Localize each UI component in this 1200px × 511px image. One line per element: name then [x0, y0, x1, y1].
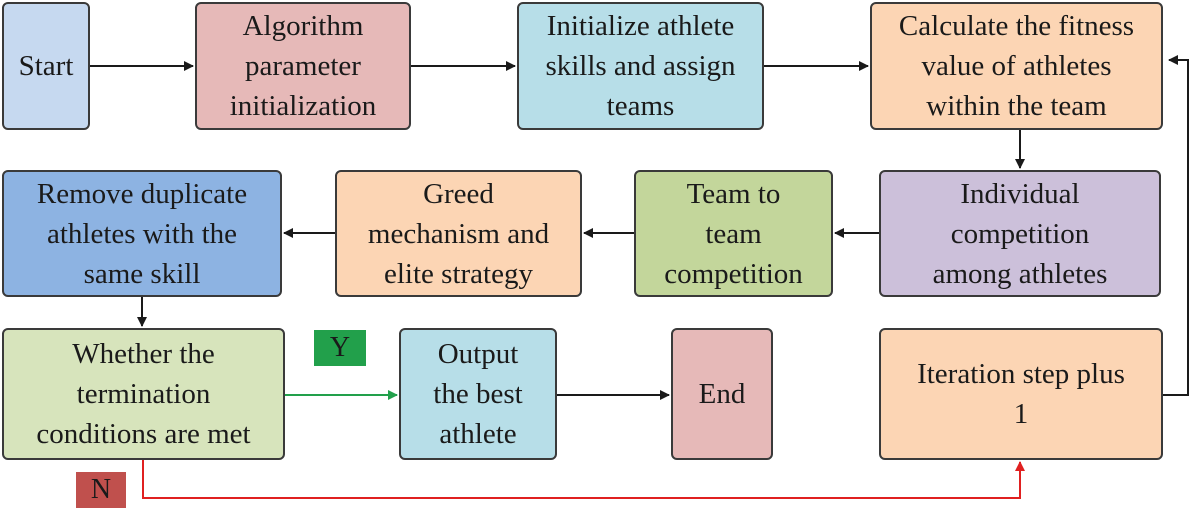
individual-competition-node: Individual competition among athletes [879, 170, 1161, 297]
remove-duplicate-athletes-node: Remove duplicate athletes with the same … [2, 170, 282, 297]
edge-termination-no-to-iteration [142, 460, 1025, 499]
yes-label: Y [314, 330, 366, 366]
initialize-athlete-skills-node: Initialize athlete skills and assign tea… [517, 2, 764, 130]
algorithm-parameter-initialization-node: Algorithm parameter initialization [195, 2, 411, 130]
start-node: Start [2, 2, 90, 130]
end-node: End [671, 328, 773, 460]
calculate-fitness-node: Calculate the fitness value of athletes … [870, 2, 1163, 130]
greed-mechanism-elite-strategy-node: Greed mechanism and elite strategy [335, 170, 582, 297]
edge-iteration-to-fitness [1163, 55, 1189, 396]
termination-decision-node: Whether the termination conditions are m… [2, 328, 285, 460]
no-label: N [76, 472, 126, 508]
team-to-team-competition-node: Team to team competition [634, 170, 833, 297]
output-best-athlete-node: Output the best athlete [399, 328, 557, 460]
iteration-step-node: Iteration step plus 1 [879, 328, 1163, 460]
